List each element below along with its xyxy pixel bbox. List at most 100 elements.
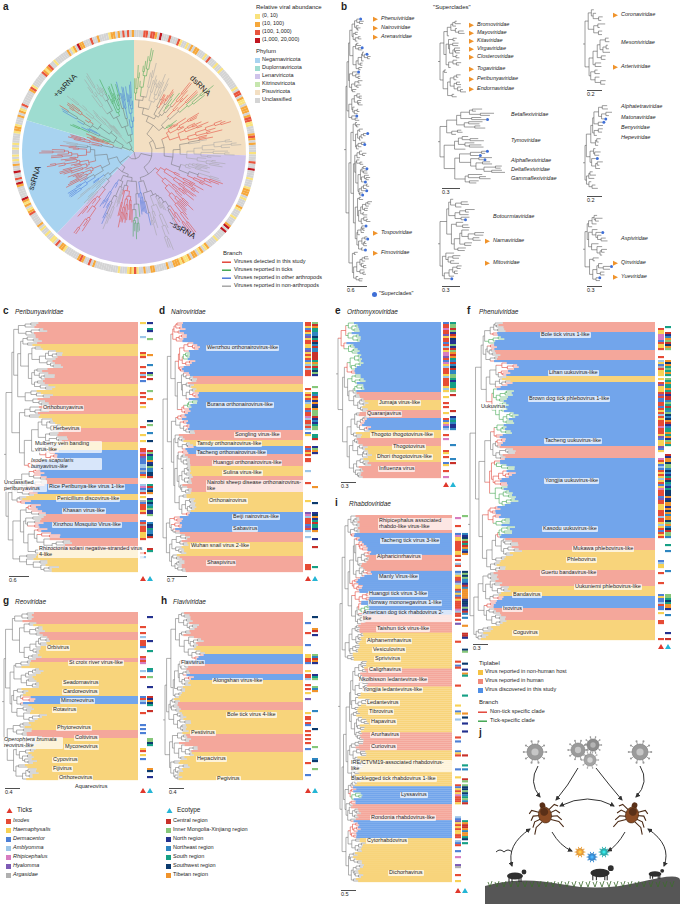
tick-strip [455,836,461,838]
clade-band [510,502,655,504]
ecotype-strip [665,378,671,380]
clade-band [360,695,452,697]
ecotype-strip [450,426,456,428]
tick-strip [305,530,311,532]
tick-strip [658,338,664,340]
clade-band [502,378,655,380]
clade-band [38,492,138,494]
ecotype-strip [665,486,671,488]
clade-band [500,536,655,538]
tick-strip [305,394,311,396]
ecotype-strip [312,426,318,428]
ecotype-strip [665,600,671,602]
clade-band [358,880,452,882]
tick-strip [658,482,664,484]
ecotype-strip [665,344,671,346]
clade-band [62,354,138,356]
clade-band [360,340,441,342]
ecotype-strip [147,676,153,678]
clade-band [195,504,303,506]
ecotype-strip [665,488,671,490]
tick-strip [443,464,449,466]
tick-strip [455,792,461,794]
clade-band [72,542,138,544]
clade-band [506,426,655,428]
tick-strip [443,328,449,330]
tick-strip [658,408,664,410]
clade-band [191,510,303,512]
clade-band [516,496,655,498]
clade-band [515,416,655,418]
tick-strip [455,794,461,796]
tick-strip [305,424,311,426]
clade-band [486,636,655,638]
tick-strip [658,382,664,384]
superclade-dot [601,231,604,234]
tick-strip [658,430,664,432]
clade-band [506,616,655,618]
tick-strip [658,370,664,372]
tree-branch [21,697,36,703]
ecotype-strip [665,440,671,442]
superclade-dot [450,277,453,280]
tick-strip [658,424,664,426]
ecotype-strip [665,382,671,384]
tick-strip [455,553,461,555]
tick-strip [305,674,311,676]
tick-strip [658,502,664,504]
clade-band [363,844,452,846]
tick-strip [305,328,311,330]
clade-band [186,724,303,726]
ecotype-strip [312,396,318,398]
clade-band [358,822,452,824]
tick-strip [443,456,449,458]
clade-band [362,846,452,848]
clade-band [39,652,138,654]
tick-strip [455,619,461,621]
ecotype-strip [147,514,153,516]
clade-band [28,752,138,754]
clade-band [185,534,303,536]
clade-band [58,432,138,434]
clade-band [183,718,303,720]
tick-strip [455,824,461,826]
phylogenetic-tree [438,199,484,280]
tick-strip [140,512,146,514]
ecotype-strip [147,468,153,470]
clade-band [360,772,452,774]
tick-strip [658,440,664,442]
abundance-ring [249,150,256,152]
clade-band [352,332,441,334]
ecotype-strip [147,322,153,324]
tick-strip [658,488,664,490]
clade-band [52,570,138,572]
tick-strip [443,368,449,370]
clade-band [50,640,138,642]
tick-strip [658,518,664,520]
ecotype-strip [450,368,456,370]
clade-band [366,663,452,665]
ecotype-strip [665,454,671,456]
tick-strip [455,718,461,720]
tick-strip [305,408,311,410]
tick-strip [305,660,311,662]
tick-strip [305,482,311,484]
triangle-symbol [305,576,311,581]
phylogenetic-tree [583,215,613,280]
clade-band [505,456,655,458]
clade-band [357,854,452,856]
clade-band [361,354,441,356]
clade-band [49,638,138,640]
clade-band [365,726,452,728]
clade-band [502,598,655,600]
tick-strip [140,354,146,356]
tick-strip [455,565,461,567]
clade-band [27,766,138,768]
abundance-ring [139,30,142,37]
ecotype-strip [450,338,456,340]
clade-band [514,390,655,392]
tick-strip [305,322,311,324]
clade-band [196,642,303,644]
clade-band [357,392,441,394]
tick-strip [455,740,461,742]
